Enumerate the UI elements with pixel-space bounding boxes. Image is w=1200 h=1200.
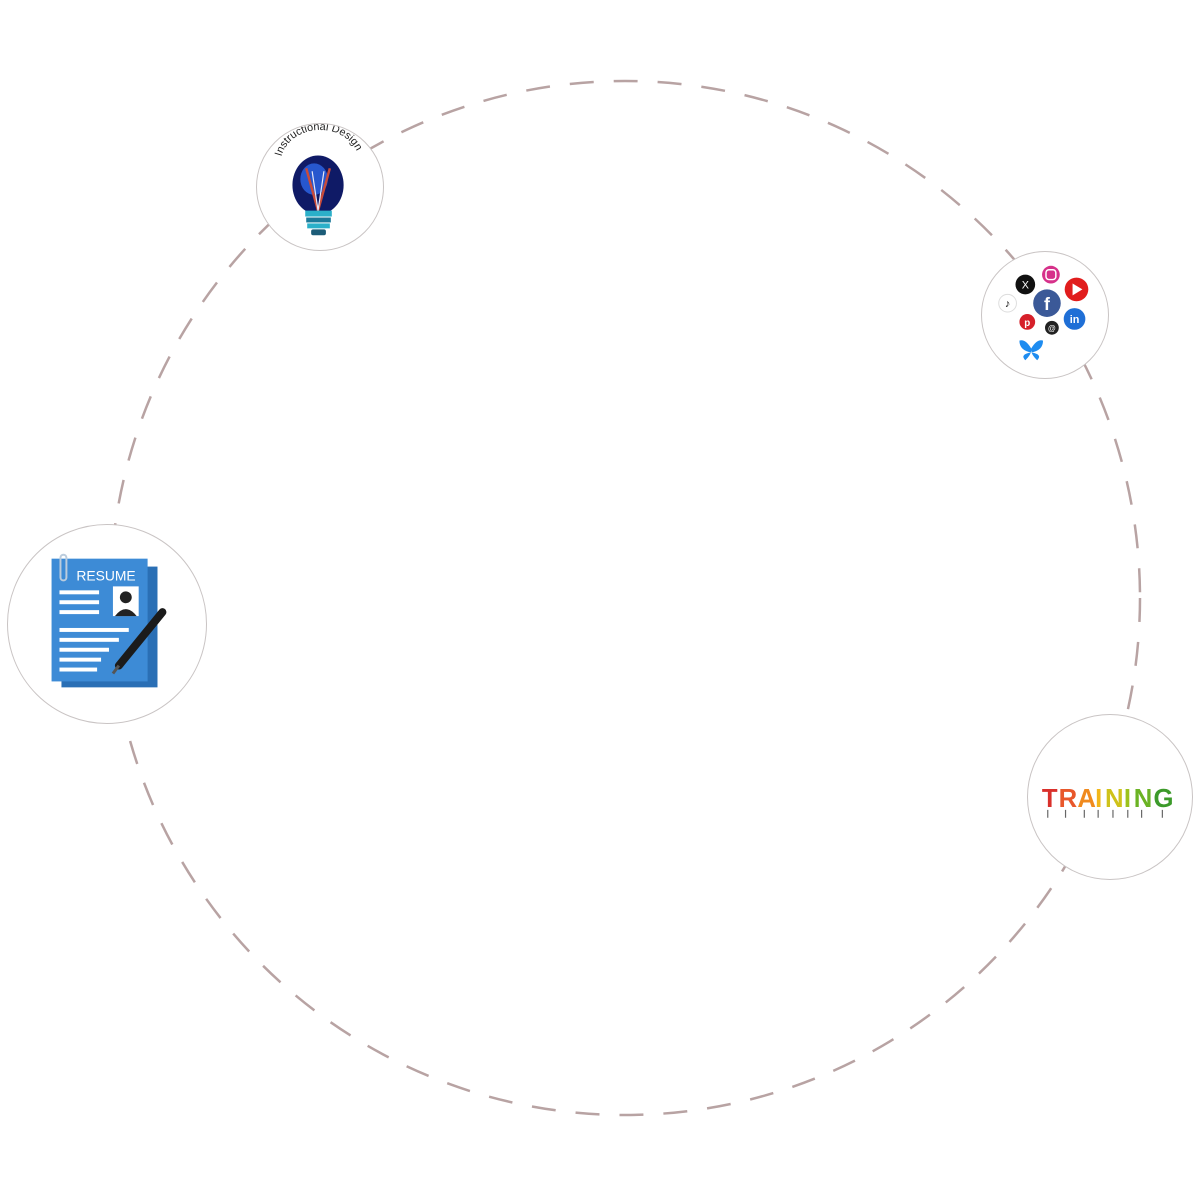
resume-label: RESUME: [76, 567, 135, 583]
social-media-icons: X ♪ f in p @: [998, 265, 1089, 363]
training-letter: T: [1042, 785, 1058, 813]
training-letter: I: [1124, 785, 1131, 813]
svg-text:♪: ♪: [1005, 298, 1010, 310]
svg-text:X: X: [1022, 279, 1029, 291]
svg-text:f: f: [1044, 294, 1050, 314]
training-letter: G: [1153, 785, 1173, 813]
resume-node[interactable]: RESUME: [7, 524, 207, 724]
svg-text:@: @: [1048, 324, 1056, 333]
svg-text:p: p: [1024, 318, 1030, 329]
training-letter: R: [1059, 785, 1078, 813]
training-letters-icon: T R A I N I N G: [1042, 785, 1173, 818]
training-letter: N: [1134, 785, 1153, 813]
instructional-design-node[interactable]: Instructional Design: [256, 123, 384, 251]
training-letter: A: [1077, 785, 1096, 813]
resume-document-icon: RESUME: [51, 553, 167, 688]
design-caption: Instructional Design: [273, 124, 365, 157]
training-letter: I: [1095, 785, 1102, 813]
social-media-node[interactable]: X ♪ f in p @: [981, 251, 1109, 379]
svg-text:in: in: [1070, 314, 1080, 326]
training-node[interactable]: T R A I N I N G: [1027, 714, 1193, 880]
training-letter: N: [1105, 785, 1124, 813]
lightbulb-icon: Instructional Design: [273, 124, 365, 236]
